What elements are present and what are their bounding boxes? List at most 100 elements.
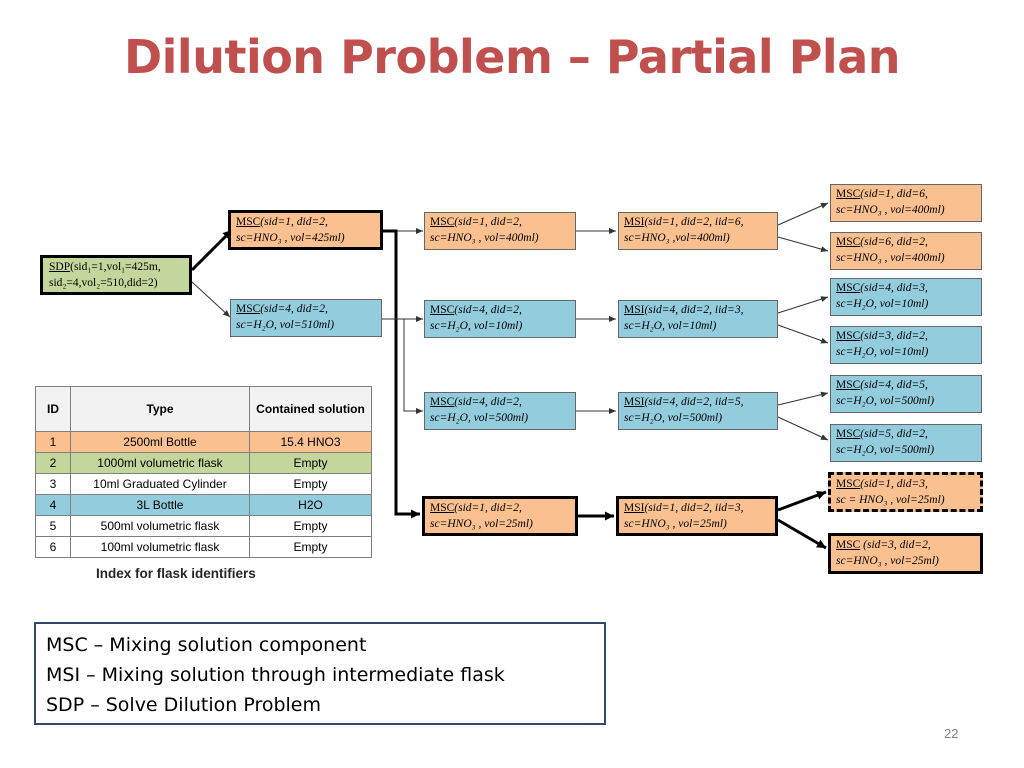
node-leaf-8-line1: (sid=3, did=2, [860,539,931,551]
node-msc-c: MSC(sid=1, did=2, sc=HNO₃ , vol=400ml) [424,212,576,250]
node-msi-c: MSI(sid=4, did=2, iid=5, sc=H₂O, vol=500… [618,392,778,430]
node-sdp-args: (sid₁=1,vol₁=425m, [70,261,161,273]
node-msi-d-fn: MSI [624,502,645,514]
node-sdp-fn: SDP [49,261,71,273]
node-msi-b-line1: (sid=4, did=2, iid=3, [644,304,744,316]
node-leaf-3-line2: sc=H₂O, vol=10ml) [836,298,929,310]
table-row: 2 1000ml volumetric flask Empty [35,452,372,474]
node-leaf-2: MSC(sid=6, did=2, sc=HNO₃ , vol=400ml) [830,232,982,270]
cell-type: 2500ml Bottle [70,431,250,453]
edge-msi-c-leaf-6 [777,416,829,441]
node-msc-c-line2: sc=HNO₃ , vol=400ml) [430,232,539,244]
edge-msi-c-leaf-5 [777,391,829,406]
node-msc-c-fn: MSC [430,216,455,228]
node-msi-b: MSI(sid=4, did=2, iid=3, sc=H₂O, vol=10m… [618,300,778,338]
cell-solution: H2O [249,494,372,516]
node-msi-a-line2: sc=HNO₃ ,vol=400ml) [624,232,730,244]
cell-id: 1 [35,431,71,453]
node-sdp-line2: sid₂=4,vol₂=510,did=2) [49,277,158,289]
node-leaf-3: MSC(sid=4, did=3, sc=H₂O, vol=10ml) [830,278,982,316]
node-leaf-1-line1: (sid=1, did=6, [860,188,928,200]
node-msc-d-line2: sc=H₂O, vol=10ml) [430,320,523,332]
node-leaf-3-fn: MSC [836,282,861,294]
cell-type: 100ml volumetric flask [70,536,250,558]
table-row: 5 500ml volumetric flask Empty [35,515,372,537]
node-msc-e-line1: (sid=4, did=2, [454,396,522,408]
node-msc-d-fn: MSC [430,304,455,316]
node-leaf-1-fn: MSC [836,188,861,200]
table-row: 4 3L Bottle H2O [35,494,372,516]
node-msc-f-fn: MSC [430,502,455,514]
cell-id: 4 [35,494,71,516]
node-msi-c-line2: sc=H₂O, vol=500ml) [624,412,723,424]
node-msi-b-line2: sc=H₂O, vol=10ml) [624,320,717,332]
legend-msi: MSI – Mixing solution through intermedia… [46,664,505,686]
table-header-row: ID Type Contained solution [35,386,372,432]
table-row: 6 100ml volumetric flask Empty [35,536,372,558]
header-contained-solution: Contained solution [249,386,372,432]
node-msi-a-line1: (sid=1, did=2, iid=6, [644,216,744,228]
node-leaf-5-fn: MSC [836,379,861,391]
cell-solution: Empty [249,452,372,474]
node-msc-f-line2: sc=HNO₃ , vol=25ml) [430,518,533,530]
node-msc-e-fn: MSC [430,396,455,408]
legend-msc: MSC – Mixing solution component [46,634,367,656]
node-leaf-8-fn: MSC [836,539,861,551]
node-msi-a-fn: MSI [624,216,645,228]
node-msi-c-fn: MSI [624,396,645,408]
node-leaf-3-line1: (sid=4, did=3, [860,282,928,294]
edge-msi-b-leaf-4 [777,324,829,344]
node-leaf-6: MSC(sid=5, did=2, sc=H₂O, vol=500ml) [830,424,982,462]
node-msi-d-line2: sc=HNO₃ , vol=25ml) [624,518,727,530]
node-msc-a-line2: sc=HNO₃ , vol=425ml) [236,232,345,244]
page-number: 22 [944,726,959,741]
node-msc-b-line1: (sid=4, did=2, [260,303,328,315]
node-msc-b-line2: sc=H₂O, vol=510ml) [236,319,335,331]
cell-type: 3L Bottle [70,494,250,516]
cell-solution: Empty [249,536,372,558]
node-leaf-7-line2: sc = HNO₃ , vol=25ml) [836,494,945,506]
cell-id: 3 [35,473,71,495]
node-leaf-5-line1: (sid=4, did=5, [860,379,928,391]
node-msc-c-line1: (sid=1, did=2, [454,216,522,228]
node-leaf-6-line1: (sid=5, did=2, [860,428,928,440]
node-msc-a-fn: MSC [236,216,261,228]
edge-sdp-msc-b [191,281,231,318]
cell-type: 10ml Graduated Cylinder [70,473,250,495]
node-leaf-7-line1: (sid=1, did=3, [860,478,928,490]
node-leaf-5: MSC(sid=4, did=5, sc=H₂O, vol=500ml) [830,375,982,413]
edge-msi-d-leaf-7 [777,490,827,512]
node-msc-f: MSC(sid=1, did=2, sc=HNO₃ , vol=25ml) [422,496,578,536]
node-msi-b-fn: MSI [624,304,645,316]
edge-msi-a-leaf-1 [777,202,829,226]
node-leaf-2-line2: sc=HNO₃ , vol=400ml) [836,252,945,264]
cell-id: 5 [35,515,71,537]
flask-index-table: ID Type Contained solution 1 2500ml Bott… [35,386,372,558]
node-msc-b-fn: MSC [236,303,261,315]
header-id: ID [35,386,71,432]
node-leaf-4-fn: MSC [836,330,861,342]
cell-id: 2 [35,452,71,474]
cell-solution: Empty [249,515,372,537]
node-msi-d: MSI(sid=1, did=2, iid=3, sc=HNO₃ , vol=2… [616,496,778,536]
slide-title: Dilution Problem – Partial Plan [123,30,901,84]
node-leaf-8: MSC (sid=3, did=2, sc=HNO₃ , vol=25ml) [828,533,983,574]
node-msi-c-line1: (sid=4, did=2, iid=5, [644,396,744,408]
abbreviation-legend: MSC – Mixing solution component MSI – Mi… [34,622,606,725]
cell-id: 6 [35,536,71,558]
node-leaf-7-fn: MSC [836,478,861,490]
node-sdp: SDP(sid₁=1,vol₁=425m, sid₂=4,vol₂=510,di… [40,255,192,295]
edge-msi-d-leaf-8 [777,518,827,550]
node-msc-d: MSC(sid=4, did=2, sc=H₂O, vol=10ml) [424,300,576,338]
node-msi-a: MSI(sid=1, did=2, iid=6, sc=HNO₃ ,vol=40… [618,212,778,250]
cell-solution: 15.4 HNO3 [249,431,372,453]
legend-sdp: SDP – Solve Dilution Problem [46,694,322,716]
cell-solution: Empty [249,473,372,495]
header-type: Type [70,386,250,432]
node-msc-e-line2: sc=H₂O, vol=500ml) [430,412,529,424]
edge-msi-b-leaf-3 [777,296,829,314]
node-leaf-5-line2: sc=H₂O, vol=500ml) [836,395,935,407]
edge-sdp-msc-a [190,228,234,272]
node-leaf-4-line2: sc=H₂O, vol=10ml) [836,346,929,358]
